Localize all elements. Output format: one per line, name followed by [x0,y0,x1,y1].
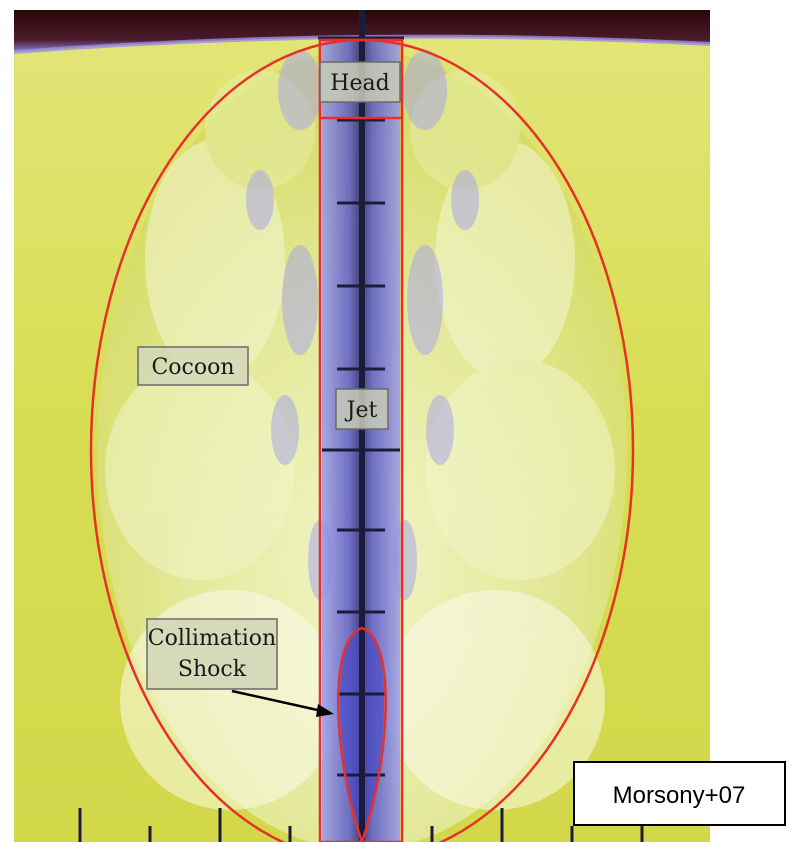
cocoon-label: Cocoon [138,347,248,385]
collimation-label-line2: Shock [178,657,247,682]
cocoon-label-text: Cocoon [151,355,234,380]
collimation-label-line1: Collimation [148,626,276,651]
jet-label-text: Jet [345,398,378,423]
head-label-text: Head [330,71,389,96]
citation-text: Morsony+07 [613,782,746,809]
citation-box: Morsony+07 [574,762,785,825]
collimation-shock-label: Collimation Shock [147,619,277,689]
jet-label: Jet [336,389,388,429]
head-label: Head [320,62,400,102]
